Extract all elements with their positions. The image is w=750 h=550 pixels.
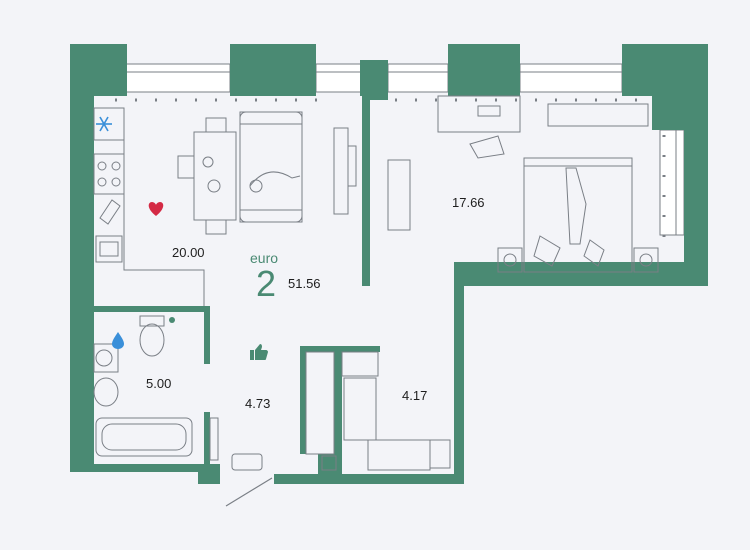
thumbs-up-icon (250, 344, 268, 360)
heart-icon (148, 202, 164, 216)
area-bathroom: 5.00 (146, 376, 172, 391)
total-area: 51.56 (288, 276, 321, 291)
snowflake-icon (96, 116, 112, 132)
kitchen (93, 107, 205, 306)
dining-set (177, 111, 357, 235)
bedroom-furniture (387, 95, 659, 273)
area-hallway: 4.73 (245, 396, 271, 411)
windows (124, 63, 685, 236)
water-drop-icon (112, 332, 124, 349)
walls (70, 44, 708, 484)
window-sills (115, 98, 666, 245)
area-bedroom: 17.66 (452, 195, 485, 210)
area-living-kitchen: 20.00 (172, 245, 205, 260)
area-closet: 4.17 (402, 388, 428, 403)
unit-type-label: euro (250, 250, 279, 266)
room-count: 2 (256, 263, 277, 304)
bathroom-fixtures (93, 315, 219, 461)
hallway-fixtures (225, 351, 451, 507)
